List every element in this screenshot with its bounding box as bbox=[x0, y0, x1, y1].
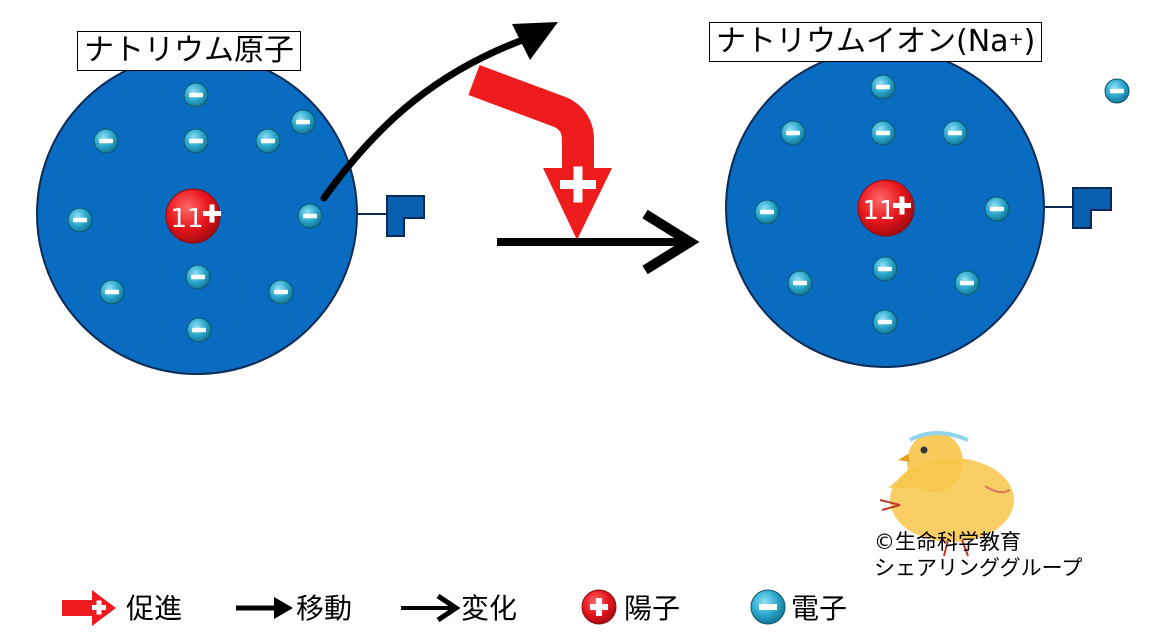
ion-receptor bbox=[1044, 187, 1112, 229]
electron-icon bbox=[67, 207, 93, 233]
legend-proton-label: 陽子 bbox=[624, 592, 680, 625]
atom-nucleus: 11 bbox=[165, 188, 221, 244]
legend-electron-label: 電子 bbox=[791, 592, 847, 625]
electron-icon bbox=[268, 279, 294, 305]
atom-receptor bbox=[357, 195, 425, 237]
electron-icon bbox=[787, 270, 813, 296]
legend-move-label: 移動 bbox=[296, 592, 352, 625]
electron-icon bbox=[872, 309, 898, 335]
ion-title-close: ) bbox=[1023, 24, 1036, 59]
legend-promote: 促進 bbox=[62, 590, 182, 626]
electron-icon bbox=[870, 74, 896, 100]
electron-icon bbox=[984, 196, 1010, 222]
electron-icon bbox=[942, 120, 968, 146]
electron-icon bbox=[99, 279, 125, 305]
change-arrow bbox=[497, 209, 700, 275]
legend-move: 移動 bbox=[236, 592, 352, 625]
legend-proton: 陽子 bbox=[581, 589, 680, 625]
ion-nucleus-charge: 11 bbox=[862, 196, 895, 226]
electron-icon bbox=[186, 317, 212, 343]
sodium-ion: 11 bbox=[725, 48, 1130, 368]
electron-icon bbox=[297, 203, 323, 229]
electron-icon bbox=[93, 128, 119, 154]
electron-icon bbox=[780, 120, 806, 146]
electron-icon bbox=[754, 199, 780, 225]
electron-icon bbox=[255, 128, 281, 154]
ion-nucleus: 11 bbox=[857, 179, 915, 237]
legend: 促進 移動 変化 陽子 電子 bbox=[62, 589, 847, 626]
electron-icon bbox=[183, 82, 209, 108]
chick-mascot-icon bbox=[879, 431, 1014, 557]
credit-line-2: シェアリンググループ bbox=[874, 556, 1083, 580]
legend-electron: 電子 bbox=[750, 589, 847, 625]
sodium-atom: 11 bbox=[36, 53, 425, 375]
electron-icon bbox=[185, 264, 211, 290]
ion-title: ナトリウムイオン(Na+) bbox=[709, 22, 1043, 62]
electron-icon bbox=[954, 270, 980, 296]
electron-icon bbox=[872, 256, 898, 282]
atom-nucleus-charge: 11 bbox=[170, 204, 203, 234]
ion-title-superscript: + bbox=[1008, 29, 1024, 50]
legend-change-label: 変化 bbox=[461, 592, 517, 625]
released-electron-icon bbox=[1104, 78, 1130, 104]
promote-arrow bbox=[468, 65, 612, 240]
legend-change: 変化 bbox=[401, 592, 517, 625]
ion-title-text: ナトリウムイオン(Na bbox=[716, 24, 1009, 59]
electron-icon bbox=[290, 109, 316, 135]
electron-icon bbox=[183, 128, 209, 154]
electron-icon bbox=[870, 120, 896, 146]
credit-line-1: ©生命科学教育 bbox=[874, 530, 1021, 554]
atom-title-text: ナトリウム原子 bbox=[84, 33, 294, 68]
electron-move-arrow bbox=[320, 22, 558, 202]
atom-title: ナトリウム原子 bbox=[77, 31, 301, 71]
legend-promote-label: 促進 bbox=[126, 592, 182, 625]
